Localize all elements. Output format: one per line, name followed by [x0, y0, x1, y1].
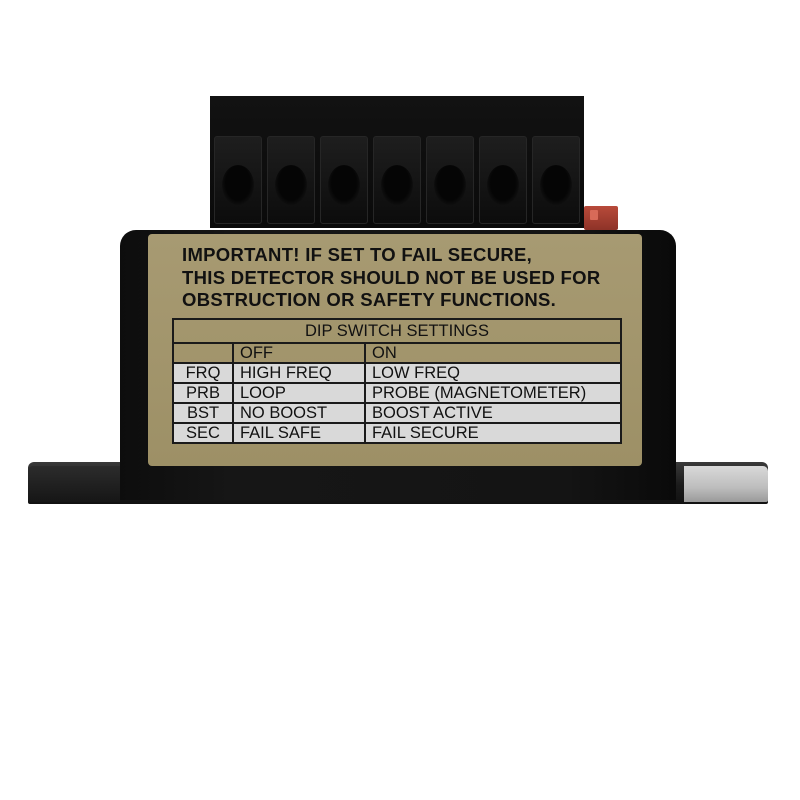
- on-setting: PROBE (MAGNETOMETER): [364, 382, 622, 404]
- terminal-slot: [267, 136, 315, 224]
- dip-switch[interactable]: [584, 206, 618, 230]
- on-setting: BOOST ACTIVE: [364, 402, 622, 424]
- terminal-block: [210, 96, 584, 228]
- mounting-flange-left-end: [28, 466, 120, 502]
- terminal-slot: [532, 136, 580, 224]
- switch-code: BST: [172, 402, 234, 424]
- on-setting: FAIL SECURE: [364, 422, 622, 444]
- dip-switch-settings-table: DIP SWITCH SETTINGS OFF ON FRQ HIGH FREQ…: [172, 318, 622, 444]
- terminal-slot: [320, 136, 368, 224]
- column-header-off: OFF: [232, 342, 366, 364]
- screw-hole: [381, 165, 413, 205]
- table-header-row: OFF ON: [172, 342, 622, 364]
- screw-hole: [434, 165, 466, 205]
- warning-line: THIS DETECTOR SHOULD NOT BE USED FOR: [182, 266, 601, 288]
- warning-line: OBSTRUCTION OR SAFETY FUNCTIONS.: [182, 289, 557, 310]
- off-setting: NO BOOST: [232, 402, 366, 424]
- terminal-slot: [373, 136, 421, 224]
- table-row: FRQ HIGH FREQ LOW FREQ: [172, 362, 622, 384]
- switch-code: PRB: [172, 382, 234, 404]
- table-row: BST NO BOOST BOOST ACTIVE: [172, 402, 622, 424]
- terminal-slot: [426, 136, 474, 224]
- warning-line: IMPORTANT! IF SET TO FAIL SECURE,: [182, 244, 533, 265]
- off-setting: FAIL SAFE: [232, 422, 366, 444]
- screw-hole: [540, 165, 572, 205]
- column-header-on: ON: [364, 342, 622, 364]
- terminal-slot: [479, 136, 527, 224]
- terminal-slot: [214, 136, 262, 224]
- column-header-code: [172, 342, 234, 364]
- off-setting: HIGH FREQ: [232, 362, 366, 384]
- table-row: SEC FAIL SAFE FAIL SECURE: [172, 422, 622, 444]
- switch-code: SEC: [172, 422, 234, 444]
- mounting-flange-right-end: [684, 466, 768, 502]
- screw-hole: [222, 165, 254, 205]
- dip-switch-toggle[interactable]: [590, 210, 598, 220]
- warning-text: IMPORTANT! IF SET TO FAIL SECURE, THIS D…: [182, 244, 632, 312]
- screw-hole: [328, 165, 360, 205]
- switch-code: FRQ: [172, 362, 234, 384]
- table-row: PRB LOOP PROBE (MAGNETOMETER): [172, 382, 622, 404]
- screw-hole: [487, 165, 519, 205]
- screw-hole: [275, 165, 307, 205]
- off-setting: LOOP: [232, 382, 366, 404]
- table-title: DIP SWITCH SETTINGS: [172, 318, 622, 344]
- on-setting: LOW FREQ: [364, 362, 622, 384]
- table-title-row: DIP SWITCH SETTINGS: [172, 318, 622, 344]
